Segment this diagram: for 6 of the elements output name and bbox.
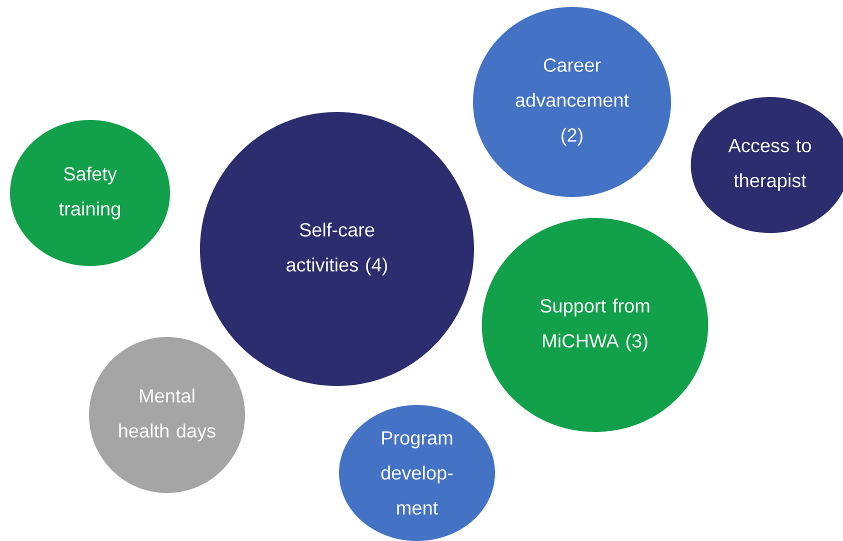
circle-node: Safety training (10, 120, 170, 266)
circle-node: Self-care activities (4) (200, 112, 474, 386)
circle-node: Support from MiCHWA (3) (482, 218, 708, 432)
circle-node: Mental health days (89, 337, 245, 493)
circle-node: Program develop- ment (339, 405, 495, 541)
circle-node: Career advancement (2) (473, 7, 671, 197)
